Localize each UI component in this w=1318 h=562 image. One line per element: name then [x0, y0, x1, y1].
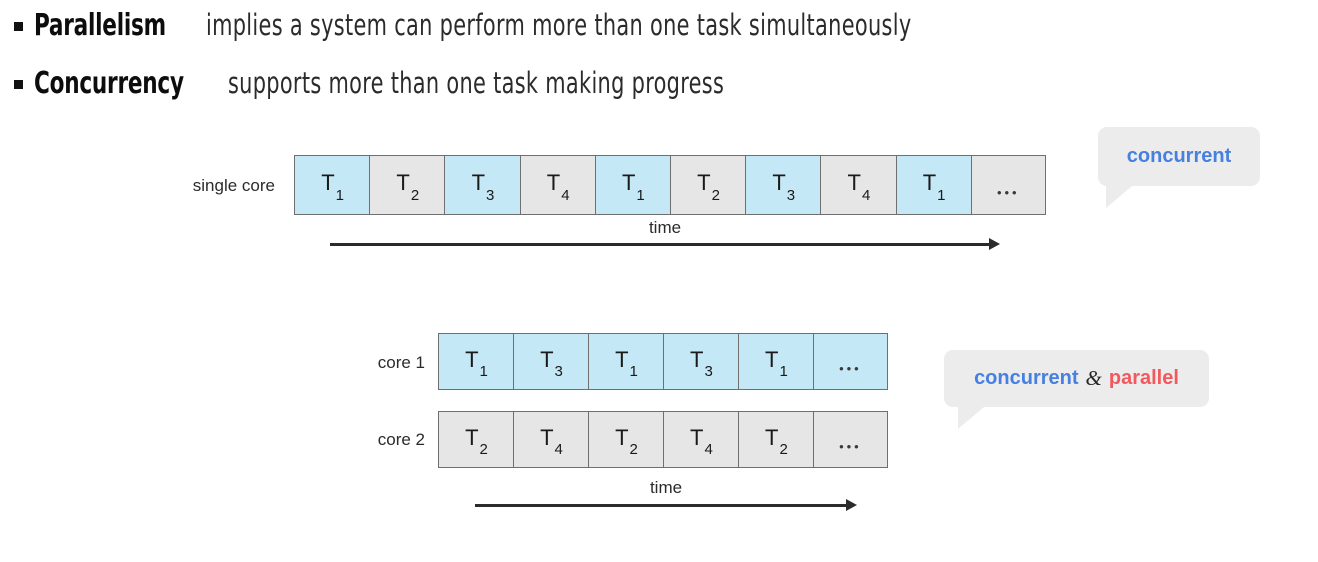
concurrent-callout: concurrent — [1098, 127, 1260, 208]
task-cell: T3 — [662, 333, 738, 390]
task-cell: T1 — [737, 333, 813, 390]
task-cell-label: T1 — [321, 170, 344, 204]
concurrent-parallel-callout: concurrent & parallel — [944, 350, 1209, 429]
task-cell: T1 — [294, 155, 370, 215]
task-cell-label: T2 — [465, 424, 488, 459]
task-cell: T3 — [512, 333, 588, 390]
core-1-lane: T1 T3 T1 T3 T1 ••• — [438, 333, 888, 390]
bullet-text: Concurrency supports more than one task … — [34, 66, 850, 101]
task-cell: T1 — [594, 155, 670, 215]
task-cell: T1 — [587, 333, 663, 390]
time-axis-line — [475, 504, 846, 507]
task-cell-ellipsis: ••• — [970, 155, 1046, 215]
square-bullet-icon — [14, 80, 23, 89]
task-cell-label: T1 — [922, 170, 946, 204]
time-axis-label: time — [649, 478, 683, 497]
task-cell-label: T3 — [772, 170, 796, 204]
task-cell-label: T3 — [471, 170, 495, 204]
task-cell: T2 — [438, 411, 513, 468]
task-cell: T4 — [512, 411, 588, 468]
task-cell: T2 — [669, 155, 746, 215]
bullet-description: implies a system can perform more than o… — [198, 8, 912, 42]
bullet-term: Concurrency — [34, 66, 184, 101]
core-2-lane-label: core 2 — [377, 430, 425, 449]
task-cell-label: T4 — [546, 170, 570, 204]
single-core-lane-label: single core — [192, 176, 275, 195]
parallel-label: parallel — [1108, 367, 1179, 389]
task-cell-label: T2 — [697, 170, 720, 204]
callout-tail-icon — [1106, 186, 1132, 208]
callout-tail-icon — [958, 407, 984, 429]
task-cell-label: T1 — [765, 346, 788, 381]
task-cell: T1 — [895, 155, 971, 215]
task-cell: T3 — [745, 155, 821, 215]
time-axis-arrowhead-icon — [846, 499, 857, 511]
task-cell: T2 — [737, 411, 813, 468]
concurrent-label: concurrent — [974, 367, 1079, 389]
core-1-lane-label: core 1 — [377, 353, 425, 372]
task-cell: T4 — [662, 411, 738, 468]
task-cell-label: T4 — [847, 170, 871, 204]
task-cell: T2 — [587, 411, 663, 468]
bullet-list: Parallelism implies a system can perform… — [0, 0, 1318, 112]
task-cell-label: T2 — [396, 170, 420, 204]
task-cell-ellipsis: ••• — [812, 411, 888, 468]
task-cell-ellipsis: ••• — [812, 333, 888, 390]
single-core-time-axis: time — [330, 218, 1000, 252]
single-core-lane: T1 T2 T3 T4 T1 T2 T3 T4 T1 ••• — [294, 155, 1046, 215]
task-cell-label: T2 — [765, 424, 788, 459]
bullet-text: Parallelism implies a system can perform… — [34, 8, 1090, 43]
task-cell: T4 — [820, 155, 896, 215]
bullet-description: supports more than one task making progr… — [221, 66, 725, 100]
task-cell-label: T4 — [540, 424, 563, 459]
task-cell: T4 — [519, 155, 595, 215]
task-cell-label: T3 — [540, 346, 563, 381]
task-cell-label: T1 — [615, 346, 638, 381]
task-cell-label: T2 — [615, 424, 638, 459]
time-axis-arrowhead-icon — [989, 238, 1000, 250]
list-item: Parallelism implies a system can perform… — [0, 0, 1318, 54]
task-cell-label: T1 — [465, 346, 488, 381]
time-axis-line — [330, 243, 989, 246]
task-cell: T3 — [444, 155, 520, 215]
square-bullet-icon — [14, 22, 23, 31]
task-cell: T1 — [438, 333, 513, 390]
concurrent-callout-label: concurrent — [1126, 145, 1232, 167]
multi-core-time-axis: time — [475, 478, 857, 512]
core-2-lane: T2 T4 T2 T4 T2 ••• — [438, 411, 888, 468]
task-cell-label: T4 — [690, 424, 713, 459]
time-axis-label: time — [648, 218, 682, 237]
task-cell: T2 — [369, 155, 445, 215]
list-item: Concurrency supports more than one task … — [0, 54, 1318, 112]
task-cell-label: T3 — [690, 346, 713, 381]
bullet-term: Parallelism — [34, 8, 166, 43]
task-cell-label: T1 — [621, 170, 645, 204]
ampersand-label: & — [1085, 366, 1102, 390]
